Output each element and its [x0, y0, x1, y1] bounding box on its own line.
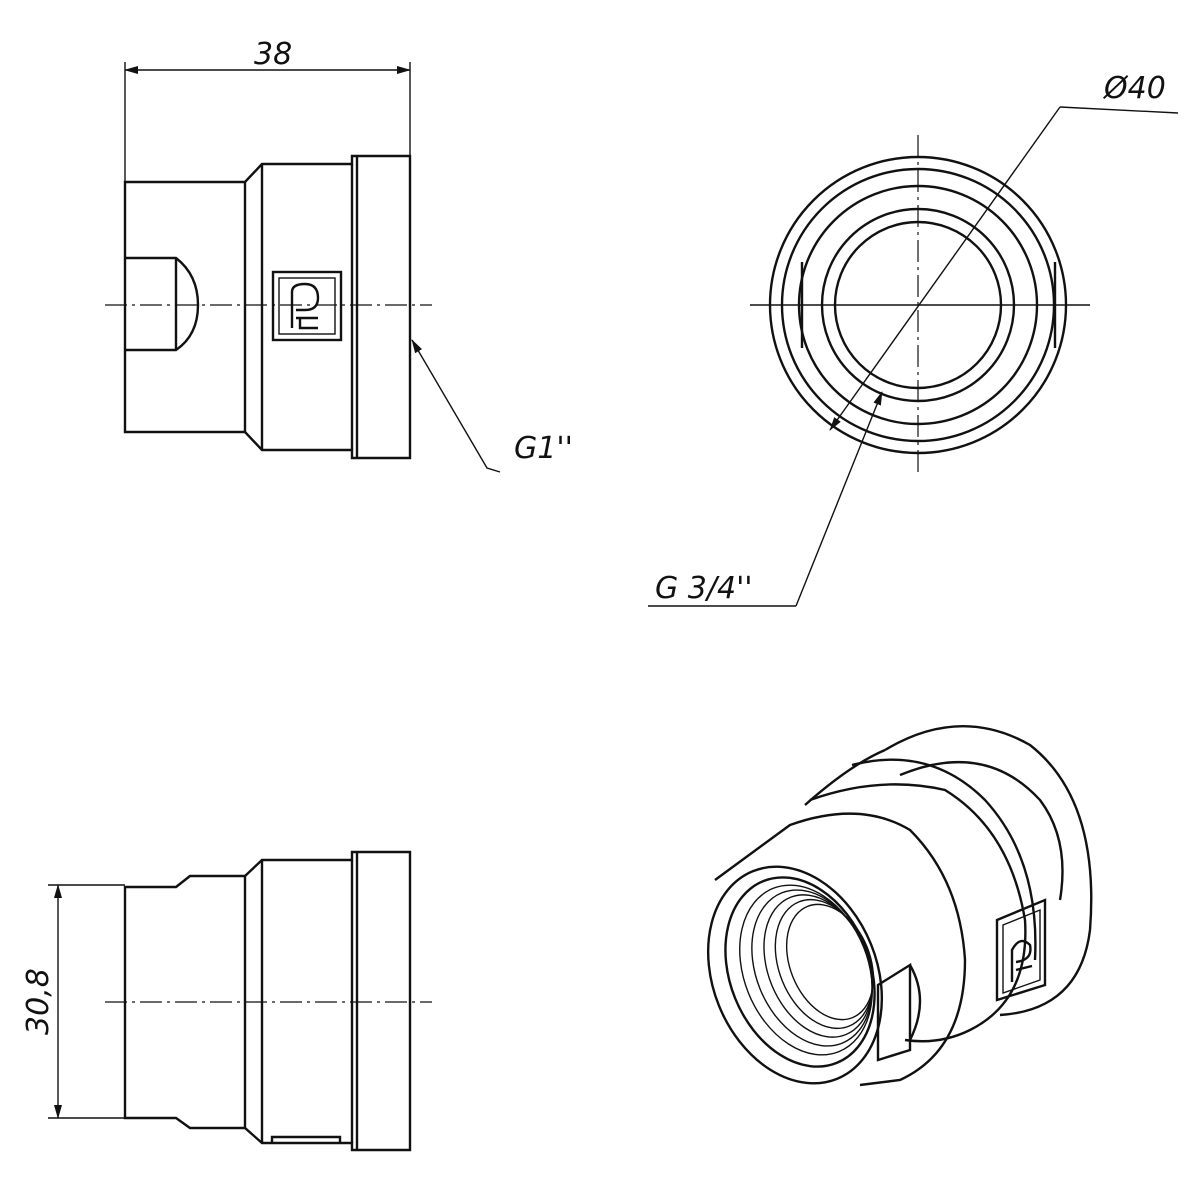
side-view-bottom: [48, 850, 432, 1152]
leader-thread-small: [795, 391, 883, 607]
end-view: [648, 106, 1179, 607]
dimension-height-label: 30,8: [21, 968, 56, 1035]
diameter-label: Ø40: [1102, 71, 1166, 106]
thread-large-label: G1'': [514, 431, 573, 466]
dimension-length-label: 38: [254, 37, 292, 72]
isometric-logo: [995, 898, 1047, 1002]
leader-diameter: [829, 106, 1061, 431]
logo: [271, 270, 343, 342]
isometric-view: [706, 724, 1093, 1087]
thread-small-label: G 3/4'': [655, 571, 753, 606]
side-view-top: [105, 62, 501, 473]
leader-thread-large: [411, 339, 501, 473]
